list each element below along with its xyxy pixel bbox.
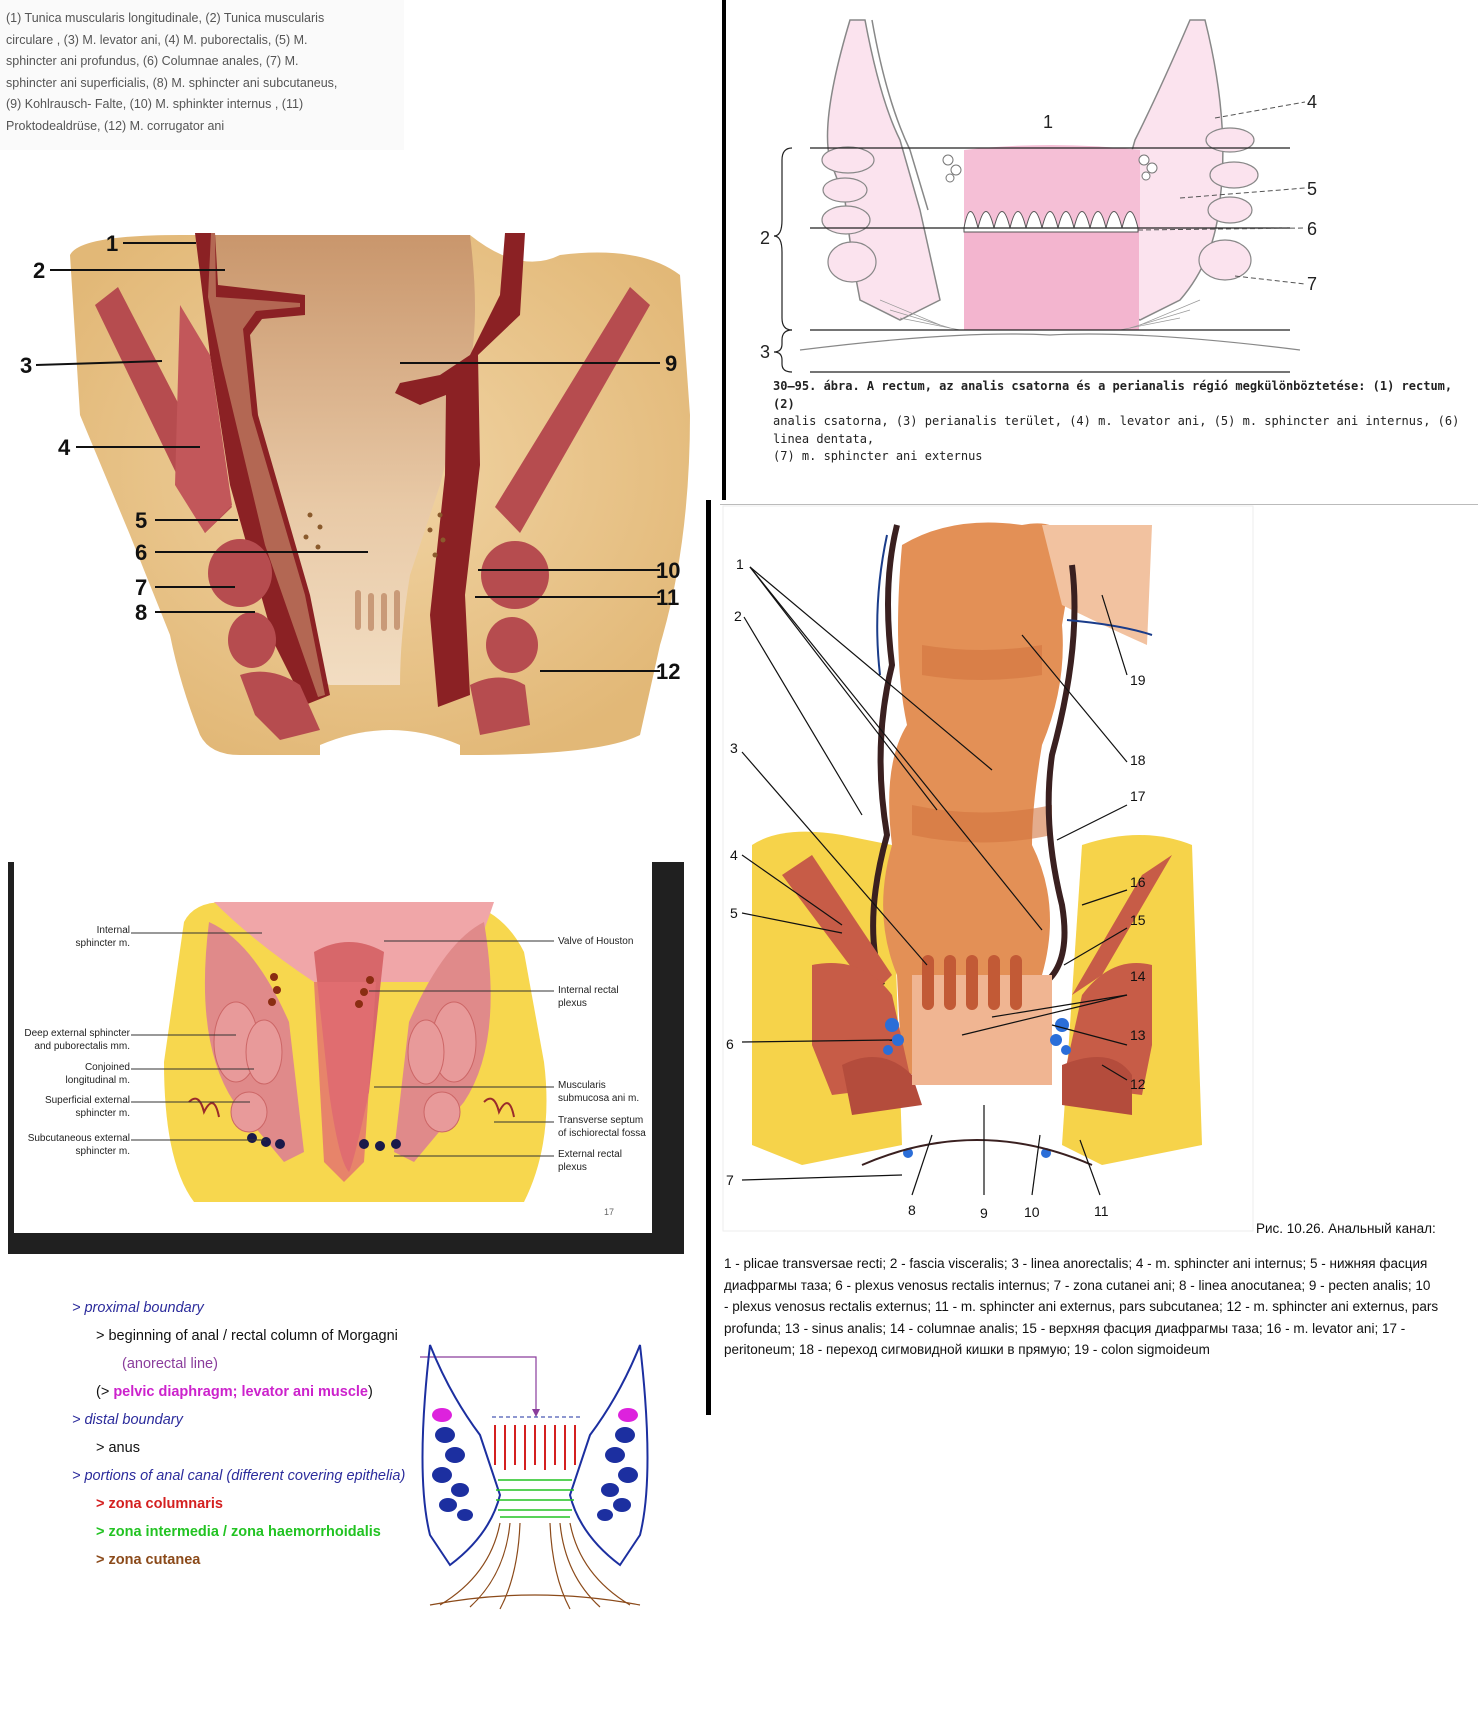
panel4-legend-line: profunda; 13 - sinus analis; 14 - column… — [724, 1320, 1406, 1336]
panel1-legend-line: sphincter ani profundus, (6) Columnae an… — [6, 54, 299, 68]
pelvic-diaphragm-text: pelvic diaphragm; levator ani muscle — [113, 1384, 368, 1400]
panel4-label-8: 8 — [908, 1202, 916, 1218]
panel3-label-transverse-septum: Transverse septum of ischiorectal fossa — [558, 1115, 646, 1139]
panel4-legend-line: 1 - plicae transversae recti; 2 - fascia… — [724, 1256, 1428, 1271]
panel1-label-10: 10 — [656, 558, 680, 583]
panel1-legend-line: sphincter ani superficialis, (8) M. sphi… — [6, 75, 338, 90]
list-item-anus: > anus — [96, 1440, 140, 1456]
panel4-label-16: 16 — [1130, 874, 1146, 890]
panel2-label-5: 5 — [1307, 179, 1317, 199]
horizontal-divider — [720, 504, 1478, 505]
panel4-label-4: 4 — [730, 847, 738, 863]
panel4-label-11: 11 — [1094, 1203, 1109, 1219]
panel2-label-6: 6 — [1307, 219, 1317, 239]
panel1-legend-line: circulare , (3) M. levator ani, (4) M. p… — [6, 32, 308, 47]
list-item-zona-columnaris: > zona columnaris — [96, 1496, 223, 1512]
list-item-distal-boundary: > distal boundary — [72, 1412, 183, 1428]
panel1-legend-line: Proktodealdrüse, (12) M. corrugator ani — [6, 118, 225, 133]
list-item-beginning-of-anal-column: > beginning of anal / rectal column of M… — [96, 1328, 398, 1344]
panel1-label-1: 1 — [106, 231, 118, 256]
panel4-label-15: 15 — [1130, 912, 1146, 928]
paren-close: ) — [367, 1384, 373, 1400]
panel4-label-19: 19 — [1130, 672, 1146, 688]
panel4-label-13: 13 — [1130, 1027, 1146, 1043]
panel4-label-7: 7 — [726, 1172, 734, 1188]
panel3-illustration — [131, 902, 554, 1202]
panel1-label-12: 12 — [656, 659, 680, 684]
panel3-label-external-rectal-plexus: External rectal plexus — [558, 1149, 622, 1173]
panel4-label-1: 1 — [736, 556, 744, 572]
panel4-figure-title: Рис. 10.26. Анальный канал: — [1256, 1221, 1436, 1236]
panel4-legend-line: диафрагмы таза; 6 - plexus venosus recta… — [724, 1277, 1431, 1293]
panel4-legend-line: - plexus venosus rectalis externus; 11 -… — [724, 1299, 1439, 1314]
panel2-caption-line: analis csatorna, (3) perianalis terület,… — [773, 414, 1460, 446]
list-item-pelvic-diaphragm: (> pelvic diaphragm; levator ani muscle) — [72, 1378, 405, 1406]
panel2-label-7: 7 — [1307, 274, 1317, 294]
panel2-label-4: 4 — [1307, 92, 1317, 112]
list-item-zona-cutanea: > zona cutanea — [96, 1552, 201, 1568]
panel3-label-internal-rectal-plexus: Internal rectal plexus — [558, 985, 619, 1009]
panel2-caption: 30—95. ábra. A rectum, az analis csatorn… — [773, 378, 1473, 466]
vertical-divider-top — [722, 0, 726, 500]
list-item-proximal-boundary: > proximal boundary — [72, 1300, 204, 1316]
panel4-label-12: 12 — [1130, 1076, 1146, 1092]
panel3-label-internal-sphincter: Internal sphincter m. — [75, 925, 130, 949]
panel4-legend: 1 - plicae transversae recti; 2 - fascia… — [724, 1253, 1476, 1361]
panel4-label-2: 2 — [734, 608, 742, 624]
panel1-legend-line: (9) Kohlrausch- Falte, (10) M. sphinkter… — [6, 97, 304, 111]
panel4-legend-line: peritoneum; 18 - переход сигмовидной киш… — [724, 1342, 1210, 1357]
panel4-label-17: 17 — [1130, 788, 1146, 804]
paren-open: (> — [96, 1384, 114, 1400]
panel3-page-number: 17 — [604, 1207, 615, 1217]
panel2-caption-line: (7) m. sphincter ani externus — [773, 449, 983, 463]
panel4-label-10: 10 — [1024, 1204, 1040, 1220]
panel3-label-conjoined-longitudinal: Conjoined longitudinal m. — [65, 1062, 130, 1086]
panel1-label-8: 8 — [135, 600, 147, 625]
panel4-label-5: 5 — [730, 905, 738, 921]
panel2-label-1: 1 — [1043, 112, 1053, 132]
panel1-label-9: 9 — [665, 351, 677, 376]
panel3-label-muscularis-submucosa: Muscularis submucosa ani m. — [558, 1080, 640, 1104]
panel3-image: Internal sphincter m. Deep external sphi… — [14, 862, 652, 1233]
list-item-zona-intermedia: > zona intermedia / zona haemorrhoidalis — [96, 1524, 381, 1540]
panel1-label-6: 6 — [135, 540, 147, 565]
panel1-label-11: 11 — [656, 585, 679, 610]
panel1-label-3: 3 — [20, 353, 32, 378]
panel1-label-4: 4 — [58, 435, 71, 460]
panel3-label-superficial-external-sphincter: Superficial external sphincter m. — [44, 1095, 130, 1119]
panel4-label-3: 3 — [730, 740, 738, 756]
panel5-zones-diagram — [420, 1344, 649, 1610]
panel3-label-valve-of-houston: Valve of Houston — [558, 936, 634, 947]
panel1-label-5: 5 — [135, 508, 147, 533]
list-item-portions-of-anal-canal: > portions of anal canal (different cove… — [72, 1468, 406, 1484]
panel1-label-2: 2 — [33, 258, 45, 283]
list-item-anorectal-line: (anorectal line) — [122, 1356, 218, 1372]
panel4-label-9: 9 — [980, 1205, 988, 1221]
panel4-anal-canal-illustration: 1 2 3 4 5 6 7 8 9 10 11 12 13 14 15 16 1… — [722, 505, 1254, 1232]
panel1-label-7: 7 — [135, 575, 147, 600]
panel3-label-deep-external-sphincter: Deep external sphincter and puborectalis… — [24, 1028, 130, 1052]
panel1-anal-canal-illustration: 1 2 3 4 5 6 7 8 9 10 11 12 — [20, 231, 690, 760]
panel1-legend-line: (1) Tunica muscularis longitudinale, (2)… — [6, 11, 325, 25]
panel2-label-2: 2 — [760, 228, 770, 248]
panel2-caption-line: 30—95. ábra. A rectum, az analis csatorn… — [773, 379, 1453, 411]
panel4-label-6: 6 — [726, 1036, 734, 1052]
vertical-divider-bottom — [706, 500, 711, 1415]
panel2-anal-regions-diagram: 1 2 3 4 5 6 7 — [760, 19, 1317, 373]
panel2-label-3: 3 — [760, 342, 770, 362]
panel3-label-subcutaneous-external-sphincter: Subcutaneous external sphincter m. — [27, 1133, 130, 1157]
panel1-legend: (1) Tunica muscularis longitudinale, (2)… — [0, 0, 404, 150]
panel5-boundaries-list: > proximal boundary > beginning of anal … — [72, 1294, 405, 1574]
panel4-label-18: 18 — [1130, 752, 1146, 768]
panel4-label-14: 14 — [1130, 968, 1146, 984]
